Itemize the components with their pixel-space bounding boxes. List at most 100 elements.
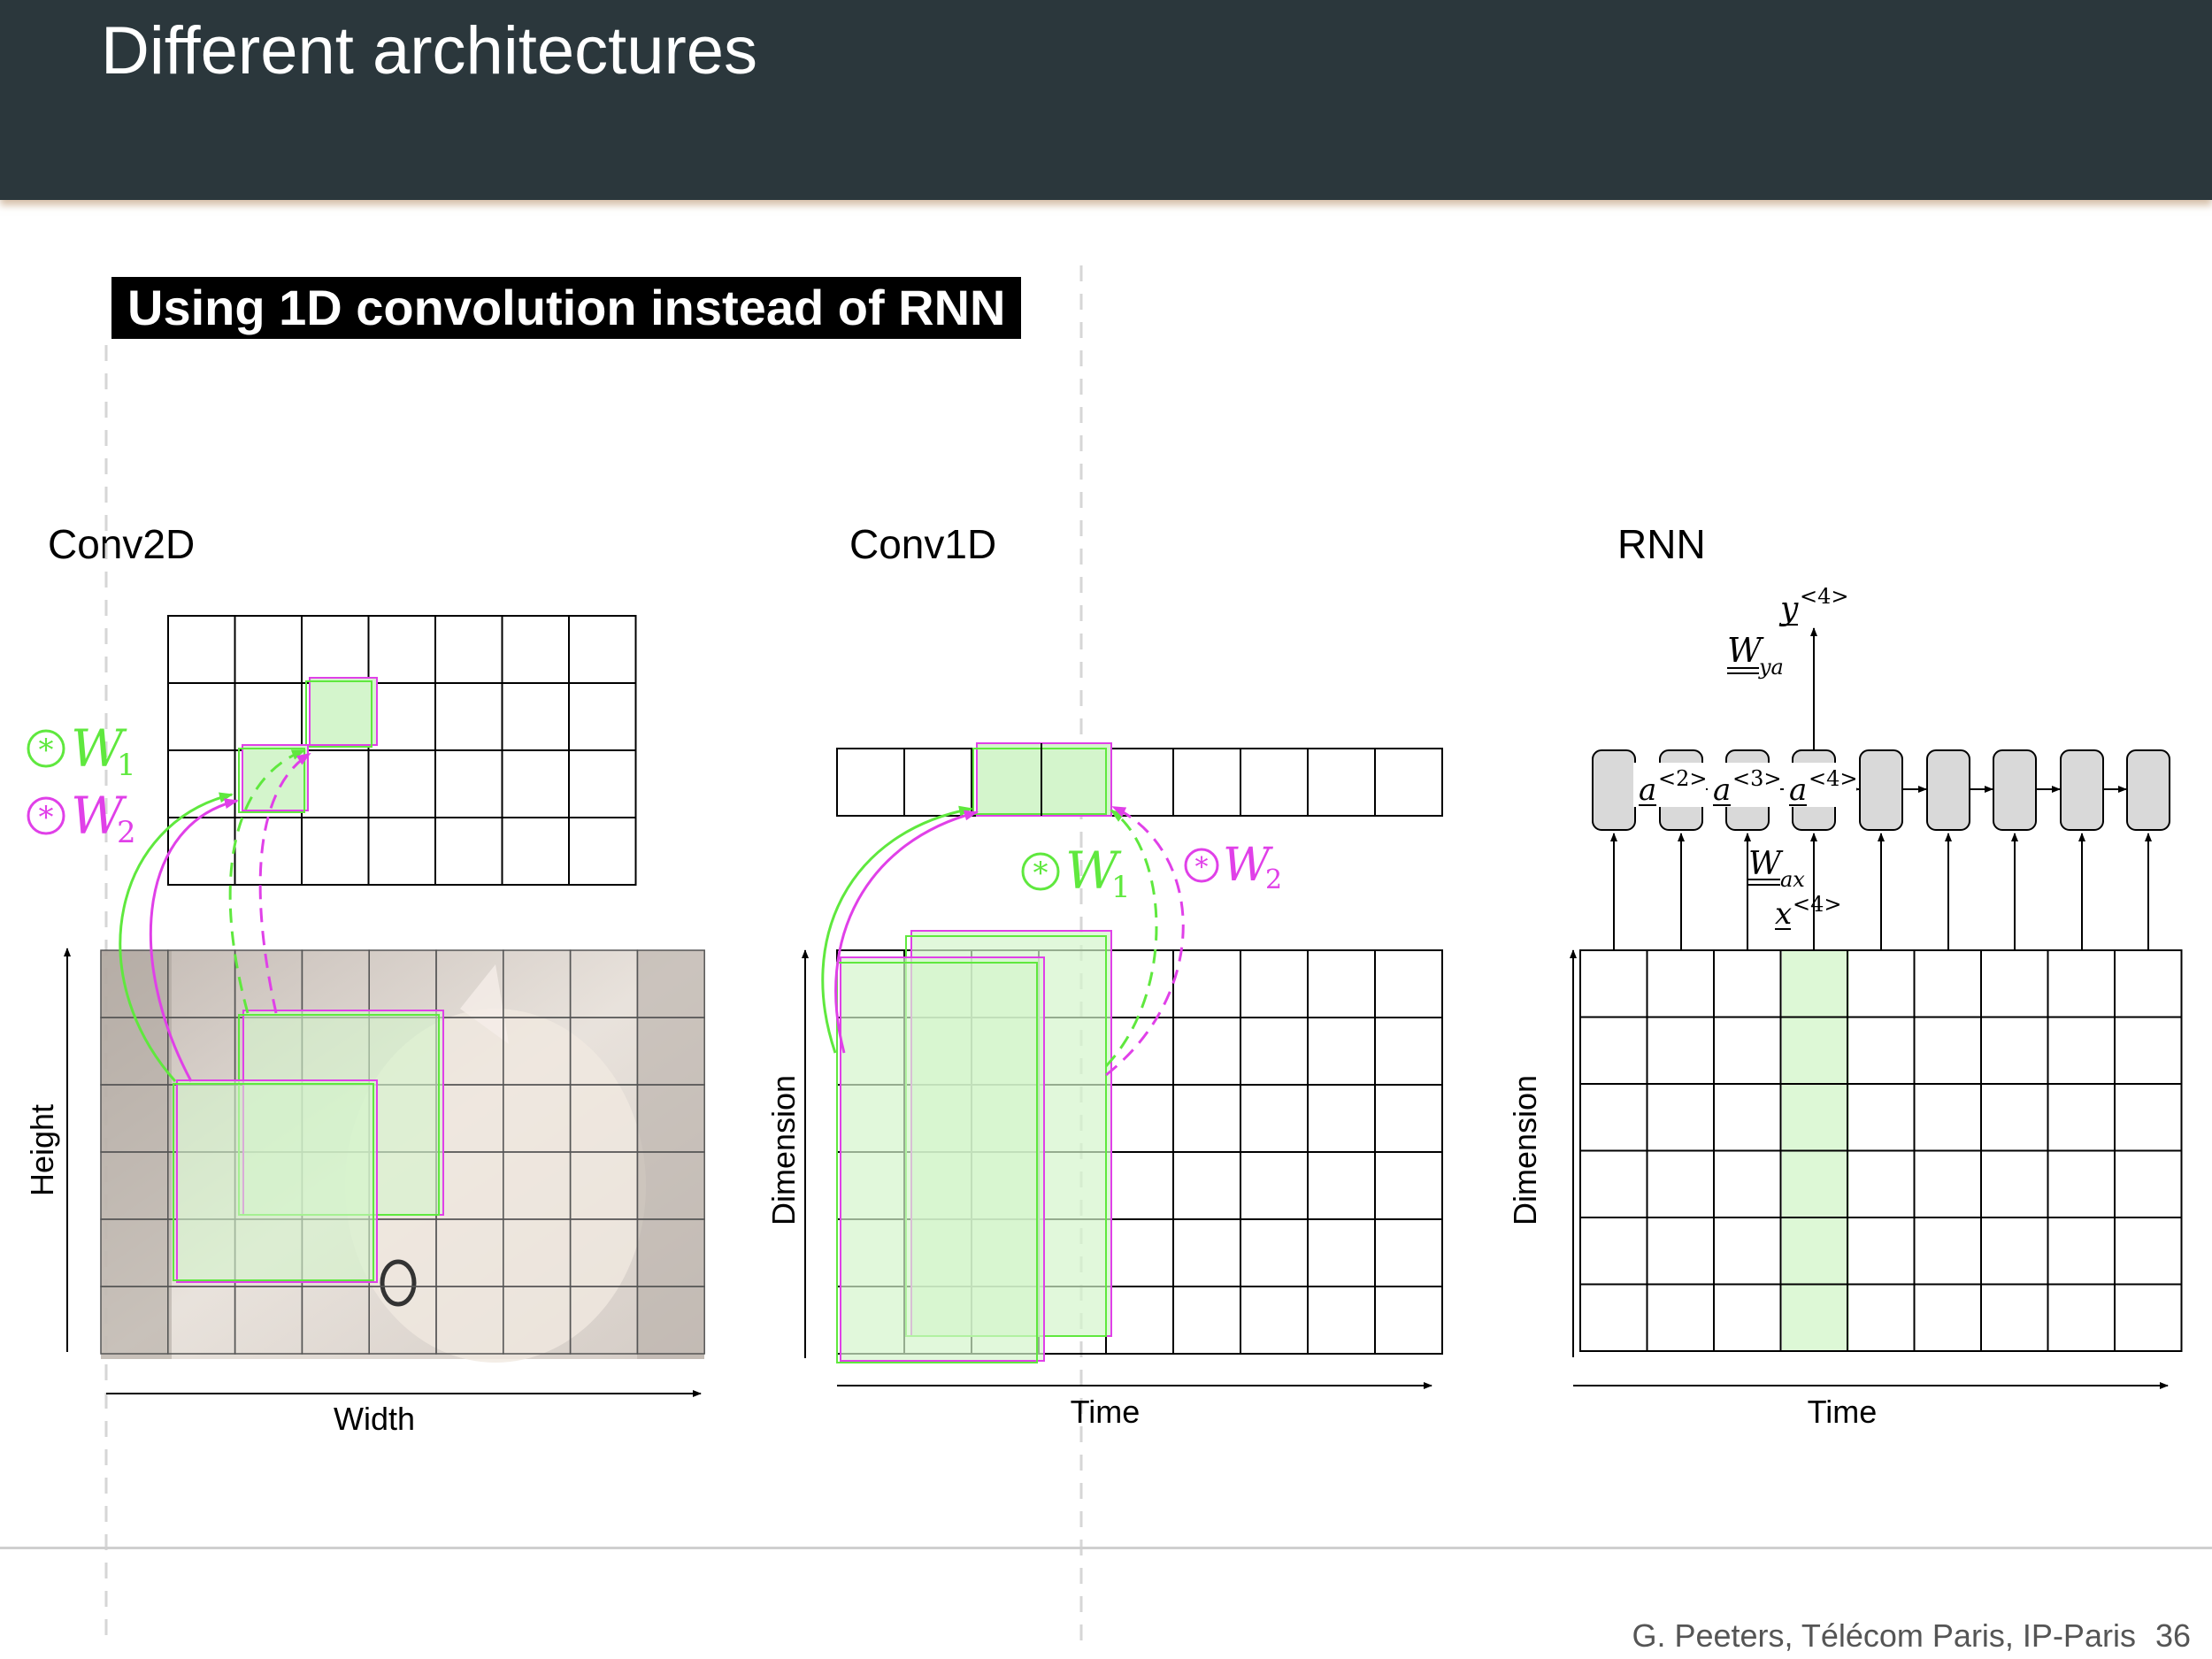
svg-text:W: W [1727,631,1764,670]
grid-cell [1646,1016,1715,1085]
grid-cell [1105,1286,1174,1355]
rnn-hidden-sup: <2> [1658,766,1708,791]
rnn-hidden-label: a [1639,772,1656,808]
svg-text:1: 1 [1111,870,1131,905]
grid-cell [167,682,236,751]
grid-cell [1713,1149,1782,1218]
conv2d-title: Conv2D [48,521,196,567]
conv2d-arrow-w1 [119,792,234,1082]
svg-text:W: W [1065,841,1122,901]
grid-cell [1847,949,1916,1018]
rnn-cell [2060,749,2104,831]
rnn-cell-row: a<2>a<3>a<4> [1592,749,2170,950]
conv2d-y-label: Height [24,1104,60,1196]
grid-cell [1913,1217,1982,1286]
grid-cell [568,749,637,818]
grid-cell [234,615,303,684]
grid-cell [1307,748,1376,817]
grid-cell [434,749,503,818]
conv2d-output-cell-w1-outline [305,680,373,748]
grid-cell [1579,1283,1648,1352]
grid-cell [501,817,570,886]
grid-cell [434,615,503,684]
slide-title: Different architectures [101,13,758,88]
grid-cell [2114,949,2183,1018]
conv2d-w1-label: * W 1 [27,718,136,783]
conv2d-arrow-w2 [149,798,239,1082]
grid-cell [1307,1151,1376,1220]
grid-cell [501,749,570,818]
svg-text:W: W [71,786,127,846]
grid-cell [1240,748,1309,817]
svg-text:*: * [39,800,54,835]
grid-cell [1307,1218,1376,1287]
rnn-output-label: y <4> [1778,584,1849,627]
conv2d-w2-label: * W 2 [27,786,136,850]
grid-cell [1240,1218,1309,1287]
conv1d-output-cells-outline [972,748,1107,815]
grid-cell [1307,1286,1376,1355]
grid-cell [636,1286,705,1355]
grid-cell [568,682,637,751]
grid-cell [1374,949,1443,1018]
conv1d-output-grid [836,748,1443,817]
conv1d-w1-label: * W 1 [1021,841,1131,905]
conv1d-w2-label: * W 2 [1184,839,1282,895]
grid-cell [1646,949,1715,1018]
grid-cell [501,615,570,684]
conv1d-kernel-w1-field-outline [836,962,1038,1363]
conv1d-kernel-w1-field [840,956,1045,1362]
rnn-wya-label: W ya [1727,631,1784,680]
svg-text:ya: ya [1758,655,1784,680]
grid-cell [167,817,236,886]
grid-cell [1374,1084,1443,1153]
rnn-hidden-sup: <3> [1732,766,1782,791]
grid-cell [1980,1283,2049,1352]
grid-cell [1105,1151,1174,1220]
grid-cell [2114,1283,2183,1352]
grid-cell [1240,1017,1309,1086]
rnn-hidden-sup: <4> [1809,766,1858,791]
rnn-hidden-label: a [1713,772,1731,808]
grid-cell [1105,1084,1174,1153]
grid-cell [903,748,972,817]
grid-cell [1713,949,1782,1018]
svg-text:W: W [1748,846,1784,882]
rnn-cell [1592,749,1636,831]
grid-cell [568,615,637,684]
grid-cell [1172,748,1241,817]
grid-cell [501,682,570,751]
conv2d-output-cell-w1 [309,677,378,746]
rnn-cell [1993,749,2037,831]
grid-cell [367,615,436,684]
grid-cell [301,615,370,684]
conv2d-output-cell-w2 [242,744,309,811]
conv1d-arrow-w1 [821,805,973,1054]
grid-cell [1980,1217,2049,1286]
rnn-x-label: Time [1808,1394,1878,1430]
svg-text:2: 2 [117,815,136,850]
svg-text:ax: ax [1780,867,1805,892]
grid-cell [301,749,370,818]
svg-text:*: * [1033,856,1048,891]
svg-text:y: y [1778,591,1799,627]
grid-cell [836,748,905,817]
grid-cell [2047,1217,2116,1286]
grid-cell [1374,1286,1443,1355]
conv1d-x-label: Time [1071,1394,1141,1430]
grid-cell [1240,949,1309,1018]
grid-cell [1172,949,1241,1018]
grid-cell [1105,949,1174,1018]
conv2d-x-label: Width [334,1401,415,1437]
grid-cell [1847,1016,1916,1085]
footer-author: G. Peeters, Télécom Paris, IP-Paris [1632,1617,2136,1654]
grid-cell [1105,1017,1174,1086]
grid-cell [367,817,436,886]
svg-text:*: * [39,733,54,768]
grid-cell [1172,1084,1241,1153]
grid-cell [1980,1149,2049,1218]
conv1d-y-label: Dimension [765,1075,802,1225]
grid-cell [434,817,503,886]
grid-cell [1579,949,1648,1018]
grid-cell [1579,1149,1648,1218]
